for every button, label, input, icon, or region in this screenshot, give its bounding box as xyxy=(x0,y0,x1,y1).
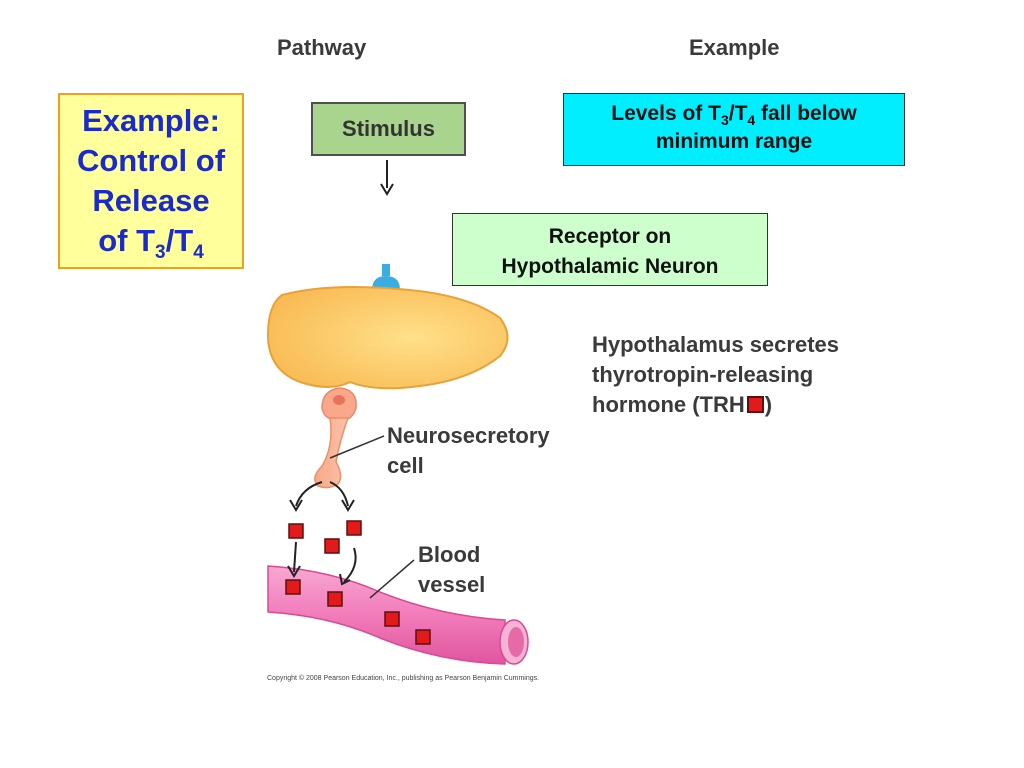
example-header: Example xyxy=(689,35,780,60)
receptor-box: Receptor on Hypothalamic Neuron xyxy=(452,213,768,286)
example-stimulus-box: Levels of T3/T4 fall below minimum range xyxy=(563,93,905,166)
trh-hormone-icon xyxy=(285,579,301,595)
blood-vessel-label: Blood vessel xyxy=(418,542,486,597)
stimulus-box: Stimulus xyxy=(311,102,466,156)
neurosecretory-axon xyxy=(314,417,350,489)
trh-hormone-icon xyxy=(288,523,304,539)
receptor-line-1: Receptor on xyxy=(548,225,672,248)
hypothalamus-description: Hypothalamus secretes thyrotropin-releas… xyxy=(592,330,912,420)
example-line-1: Levels of T3/T4 fall below xyxy=(611,102,857,129)
blood-vessel-leader-line xyxy=(369,559,415,599)
stimulus-label: Stimulus xyxy=(342,116,435,141)
trh-hormone-icon xyxy=(346,520,362,536)
title-line-4: of T3/T4 xyxy=(98,223,204,264)
desc-line-3: hormone (TRH) xyxy=(592,392,773,417)
desc-line-2: thyrotropin-releasing xyxy=(592,362,814,387)
hormone-arrows xyxy=(287,541,357,586)
release-arrows xyxy=(289,481,355,512)
trh-hormone-icon xyxy=(324,538,340,554)
title-line-2: Control of xyxy=(76,143,226,178)
copyright-notice: Copyright © 2008 Pearson Education, Inc.… xyxy=(267,675,540,682)
receptor-icon xyxy=(372,264,400,290)
receptor-line-2: Hypothalamic Neuron xyxy=(501,255,719,278)
title-line-3: Release xyxy=(92,183,210,218)
example-line-2: minimum range xyxy=(655,130,813,153)
pathway-header: Pathway xyxy=(277,35,367,60)
slide-title-box: Example: Control of Release of T3/T4 xyxy=(58,93,244,269)
desc-line-1: Hypothalamus secretes xyxy=(592,332,839,357)
trh-legend-icon xyxy=(746,396,764,414)
title-line-1: Example: xyxy=(82,103,220,138)
stimulus-arrow xyxy=(380,160,394,196)
trh-hormone-icon xyxy=(327,591,343,607)
hypothalamic-neuron-body xyxy=(266,285,509,390)
trh-hormones xyxy=(285,520,431,645)
neurosecretory-leader-line xyxy=(329,435,385,459)
trh-hormone-icon xyxy=(384,611,400,627)
neurosecretory-cell-label: Neurosecretory cell xyxy=(387,423,550,478)
trh-hormone-icon xyxy=(415,629,431,645)
neurosecretory-cell-soma xyxy=(321,387,357,421)
